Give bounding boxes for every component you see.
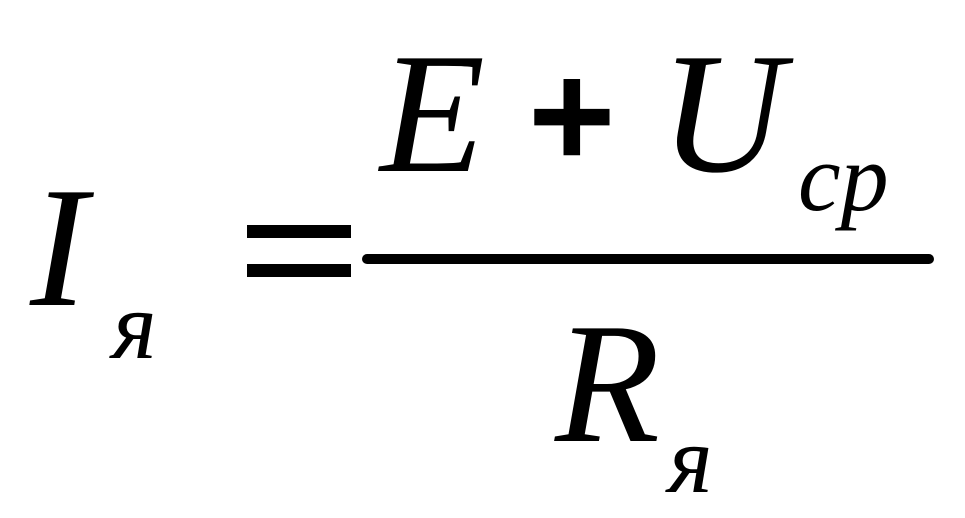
equals-upper-bar [247, 225, 351, 238]
equals-lower-bar [247, 264, 351, 277]
lhs-subscript: я [112, 272, 157, 379]
numerator-term-e: E [380, 19, 486, 209]
denominator-symbol: R [555, 289, 661, 479]
lhs-symbol: I [30, 153, 88, 343]
fraction-bar [362, 254, 934, 264]
numerator-term-u-subscript: ср [798, 124, 889, 231]
plus-operator: + [528, 31, 616, 199]
denominator-subscript: я [668, 406, 713, 513]
numerator-term-u: U [660, 19, 785, 209]
